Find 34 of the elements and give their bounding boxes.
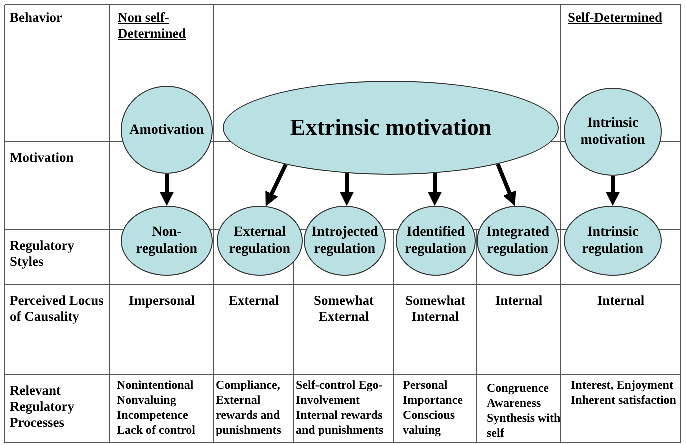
arrow	[606, 176, 620, 206]
row-header: Motivation	[10, 150, 75, 166]
ellipse-node: Identified regulation	[396, 206, 476, 276]
row-header: Relevant Regulatory Processes	[10, 383, 76, 431]
column-header: Non self-Determined	[118, 10, 188, 42]
arrow	[496, 163, 516, 206]
table-cell-text: Internal	[494, 293, 544, 309]
ellipse-node: Introjected regulation	[304, 206, 386, 276]
table-cell-text: Nonintentional Nonvaluing Incompetence Lack of control	[117, 378, 196, 438]
table-cell-text: Self-control Ego-Involvement Internal rewards and punishments	[296, 378, 385, 438]
arrow	[428, 173, 442, 206]
arrow	[340, 173, 354, 206]
arrow	[160, 174, 174, 206]
ellipse-node: Intrinsic regulation	[564, 206, 662, 276]
row-header: Behavior	[10, 10, 64, 26]
table-cell-text: Internal	[596, 293, 646, 309]
ellipse-node: External regulation	[217, 206, 303, 276]
row-header: Regulatory Styles	[10, 238, 76, 270]
ellipse-node: Intrinsic motivation	[564, 88, 662, 176]
table-cell: Congruence Awareness Synthesis with self	[487, 381, 561, 441]
table-cell-text: Somewhat Internal	[404, 293, 466, 325]
ellipse-node: Amotivation	[121, 86, 213, 174]
ellipse-node: Extrinsic motivation	[223, 81, 559, 175]
ellipse-node: Non-regulation	[121, 206, 213, 276]
column-header: Self-Determined	[568, 10, 664, 26]
table-cell-text: Interest, Enjoyment Inherent satisfaction	[571, 378, 678, 408]
row-header: Perceived Locus of Causality	[10, 293, 105, 325]
ellipse-node: Integrated regulation	[477, 206, 559, 276]
table-cell-text: Compliance, External rewards and punishments	[216, 378, 282, 438]
table-cell-text: Impersonal	[128, 293, 196, 309]
table-cell-text: Somewhat External	[313, 293, 375, 325]
table-cell-text: External	[228, 293, 280, 309]
arrow	[266, 164, 288, 207]
table-cell-text: Personal Importance Conscious valuing	[403, 378, 464, 438]
